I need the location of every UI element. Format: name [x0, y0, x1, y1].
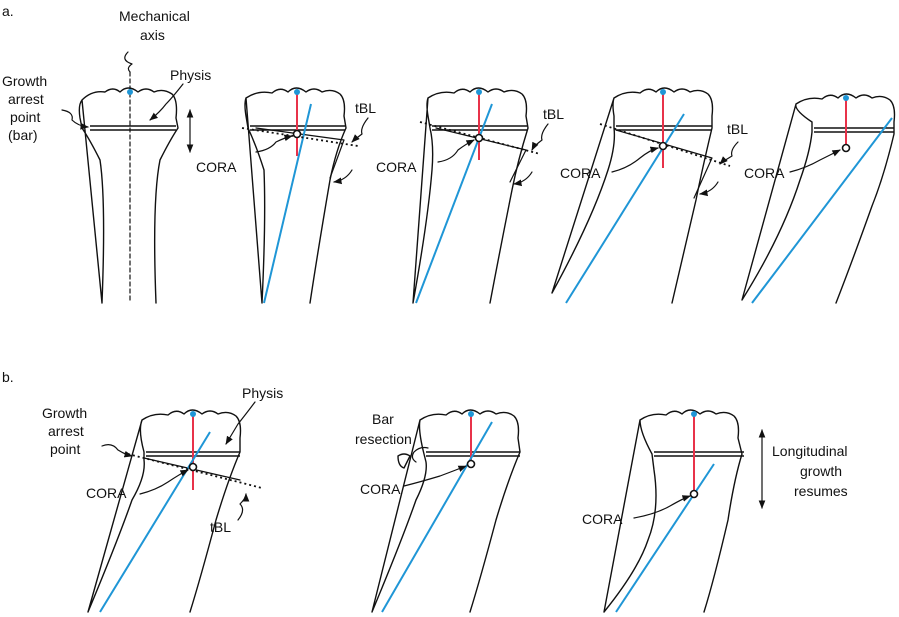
- mechanical-axis-label-2: axis: [140, 27, 165, 43]
- bone-a1: [61, 51, 194, 304]
- cora-label-a2: CORA: [196, 159, 237, 175]
- mechanical-axis-label-1: Mechanical: [119, 8, 190, 24]
- longitudinal-label-2: growth: [800, 463, 842, 479]
- growth-arrest-label-2: arrest: [8, 91, 44, 107]
- tbl-label-a4: tBL: [727, 121, 748, 137]
- bone-b2: [371, 409, 521, 613]
- cora-label-a3: CORA: [376, 159, 417, 175]
- tbl-label-a2: tBL: [355, 100, 376, 116]
- growth-arrest-label-3: point: [10, 109, 40, 125]
- cora-label-b2: CORA: [360, 481, 401, 497]
- longitudinal-label-1: Longitudinal: [772, 443, 848, 459]
- panel-a-label: a.: [2, 3, 14, 19]
- cora-point-b3: [689, 489, 699, 499]
- bone-a4: [551, 87, 739, 304]
- cora-point-b2: [466, 459, 476, 469]
- growth-arrest-label-1: Growth: [2, 73, 47, 89]
- tbl-label-a3: tBL: [543, 106, 564, 122]
- growth-arrest-b-label-3: point: [50, 441, 80, 457]
- bar-resection-label-2: resection: [355, 431, 412, 447]
- cora-label-b1: CORA: [86, 485, 127, 501]
- growth-arrest-b-label-1: Growth: [42, 405, 87, 421]
- cora-point-a5: [841, 143, 851, 153]
- bar-resection-label-1: Bar: [372, 411, 394, 427]
- cora-label-a4: CORA: [560, 165, 601, 181]
- panel-b-label: b.: [2, 369, 14, 385]
- bone-a1-outline: [78, 87, 179, 304]
- physis-label-b: Physis: [242, 385, 283, 401]
- growth-arrest-label-4: (bar): [8, 127, 38, 143]
- bone-a2: [241, 87, 369, 304]
- cora-point-b1: [188, 462, 198, 472]
- resected-bar-fragment: [397, 453, 411, 469]
- cora-label-b3: CORA: [582, 511, 623, 527]
- bone-a3: [412, 87, 549, 304]
- center-point-a1: [127, 89, 133, 95]
- tbl-label-b1: tBL: [210, 519, 231, 535]
- longitudinal-label-3: resumes: [794, 483, 848, 499]
- cora-point-a4: [658, 141, 668, 151]
- bone-b1: [87, 401, 263, 613]
- cora-label-a5: CORA: [744, 165, 785, 181]
- physis-label-a: Physis: [170, 67, 211, 83]
- bone-b3: [603, 409, 766, 613]
- cora-point-a3: [474, 133, 484, 143]
- bone-a5: [741, 93, 896, 304]
- cora-point-a2: [292, 129, 302, 139]
- growth-arrest-b-label-2: arrest: [48, 423, 84, 439]
